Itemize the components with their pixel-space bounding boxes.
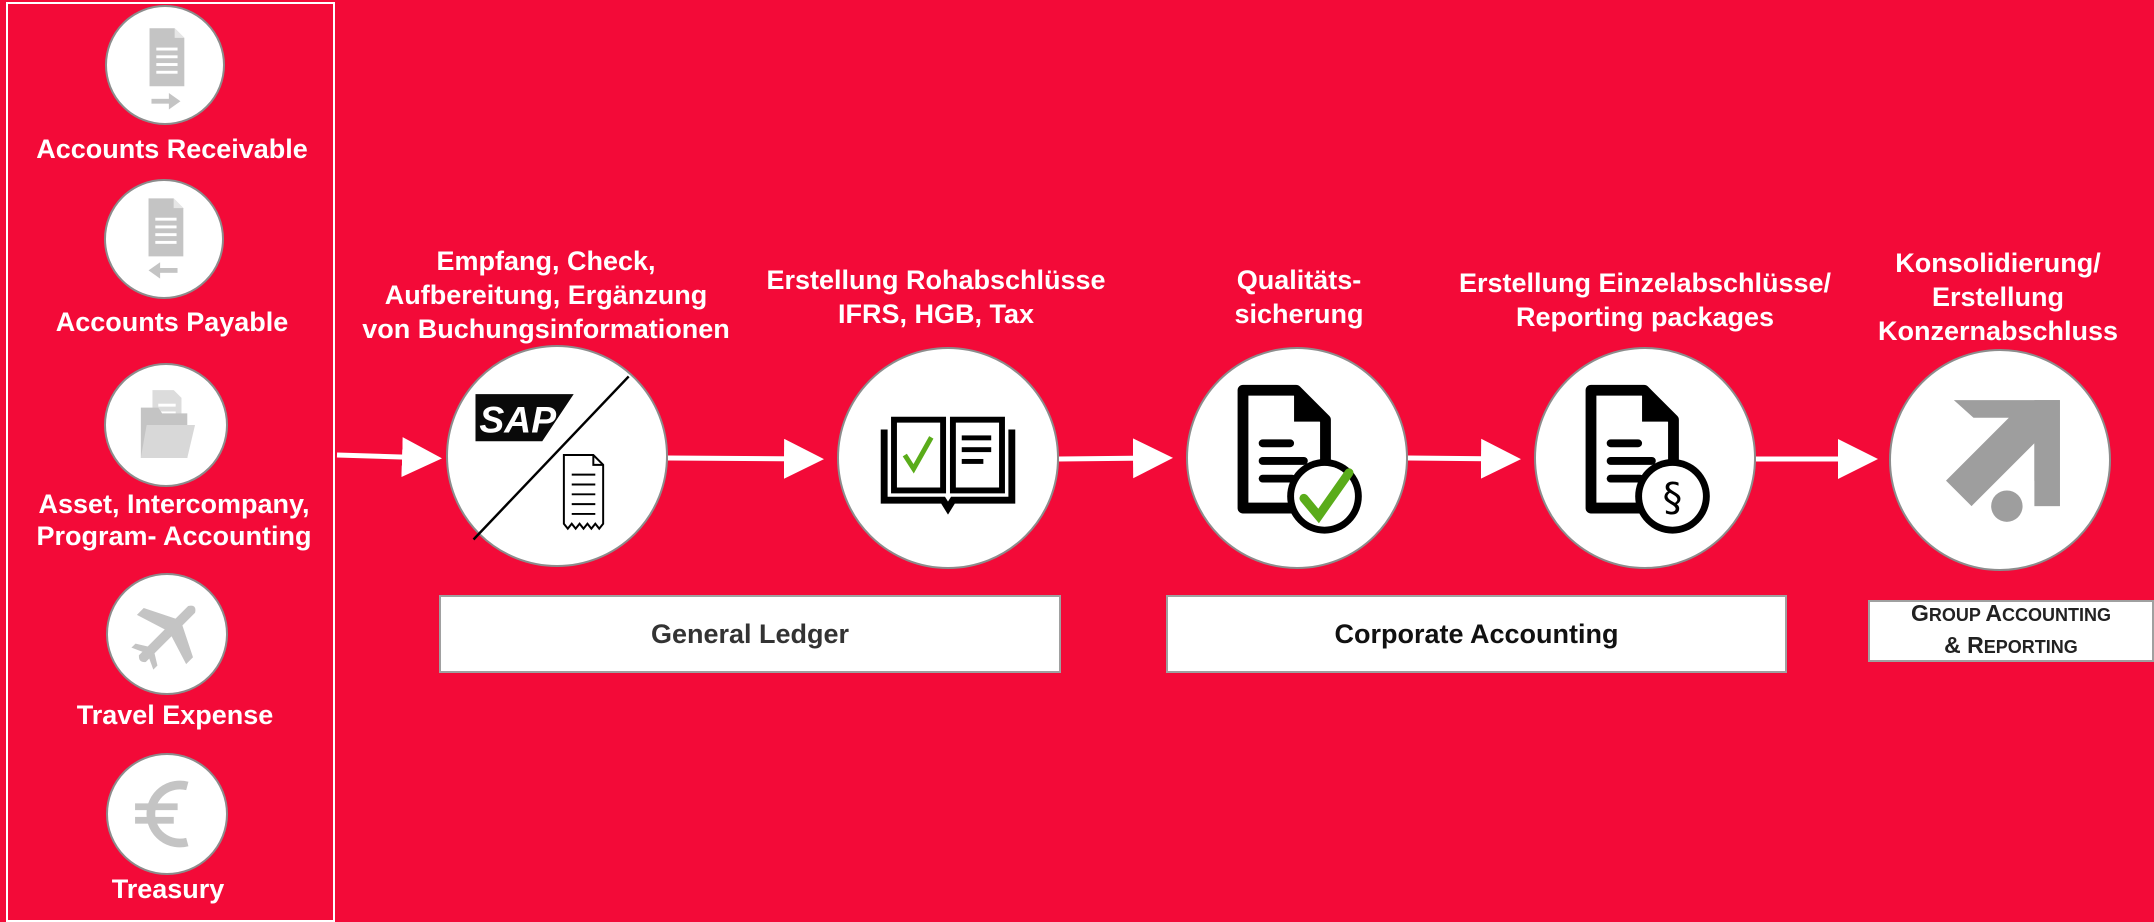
step-title-line: Reporting packages (1515, 302, 1775, 332)
step-title-raw-statements: Erstellung Rohabschlüsse IFRS, HGB, Tax (766, 263, 1105, 331)
sidebar-label-line: Program- Accounting (36, 521, 312, 551)
prosieben-logo-icon (1889, 349, 2111, 571)
arrow-step2-to-step3 (1058, 438, 1173, 479)
step-title-line: Qualitäts- (1236, 265, 1362, 295)
step-title-consolidation: Konsolidierung/ Erstellung Konzernabschl… (1878, 246, 2118, 348)
airplane-icon (106, 573, 228, 695)
group-box-line: GROUP ACCOUNTING (1911, 599, 2111, 631)
group-a-letter: A (1985, 600, 2002, 626)
euro-icon (106, 753, 228, 875)
step-title-line: IFRS, HGB, Tax (837, 299, 1035, 329)
sap-receipt-icon: SAP (446, 345, 668, 567)
sidebar-label-line: Asset, Intercompany, (38, 489, 310, 519)
corporate-accounting-box: Corporate Accounting (1166, 595, 1787, 673)
step-title-line: Empfang, Check, (436, 246, 656, 276)
document-arrow-right-icon (105, 5, 225, 125)
step-title-line: Erstellung Rohabschlüsse (766, 265, 1106, 295)
paragraph-symbol: § (1663, 476, 1683, 521)
folder-documents-icon (104, 363, 228, 487)
group-ccounting-letters: CCOUNTING (2001, 605, 2111, 625)
step-title-booking-check: Empfang, Check, Aufbereitung, Ergänzung … (362, 244, 730, 346)
sidebar-item-label: Travel Expense (76, 700, 274, 730)
step-title-quality-assurance: Qualitäts- sicherung (1234, 263, 1363, 331)
document-check-icon (1186, 347, 1408, 569)
step-title-line: Konsolidierung/ (1895, 248, 2101, 278)
ledger-book-icon (837, 347, 1059, 569)
arrow-sidebar-to-step1 (336, 437, 442, 478)
group-amp: & (1944, 632, 1968, 658)
arrow-step1-to-step2 (667, 438, 824, 479)
step-title-line: Aufbereitung, Ergänzung (384, 280, 708, 310)
arrow-step3-to-step4 (1407, 438, 1521, 479)
step-title-line: Erstellung Einzelabschlüsse/ (1458, 268, 1832, 298)
group-box-line: & REPORTING (1944, 631, 2078, 663)
general-ledger-box: General Ledger (439, 595, 1061, 673)
step-title-line: Konzernabschluss (1877, 316, 2119, 346)
step-title-line: von Buchungsinformationen (362, 314, 730, 344)
sap-logo-text: SAP (479, 398, 556, 440)
document-paragraph-icon: § (1534, 347, 1756, 569)
step-title-line: Erstellung (1931, 282, 2065, 312)
step-title-line: sicherung (1234, 299, 1364, 329)
document-arrow-left-icon (104, 179, 224, 299)
sidebar-item-label: Treasury (111, 874, 225, 904)
group-g-letter: G (1911, 600, 1929, 626)
group-r-letter: R (1967, 632, 1984, 658)
group-eporting-letters: EPORTING (1983, 637, 2078, 657)
sidebar-item-label: Accounts Payable (55, 307, 289, 337)
group-roup-letters: ROUP (1928, 605, 1981, 625)
sidebar-item-label: Asset, Intercompany, Program- Accounting (36, 488, 311, 552)
sidebar-item-label: Accounts Receivable (36, 134, 308, 164)
step-title-single-statements: Erstellung Einzelabschlüsse/ Reporting p… (1459, 266, 1831, 334)
group-accounting-box: GROUP ACCOUNTING & REPORTING (1868, 600, 2154, 662)
